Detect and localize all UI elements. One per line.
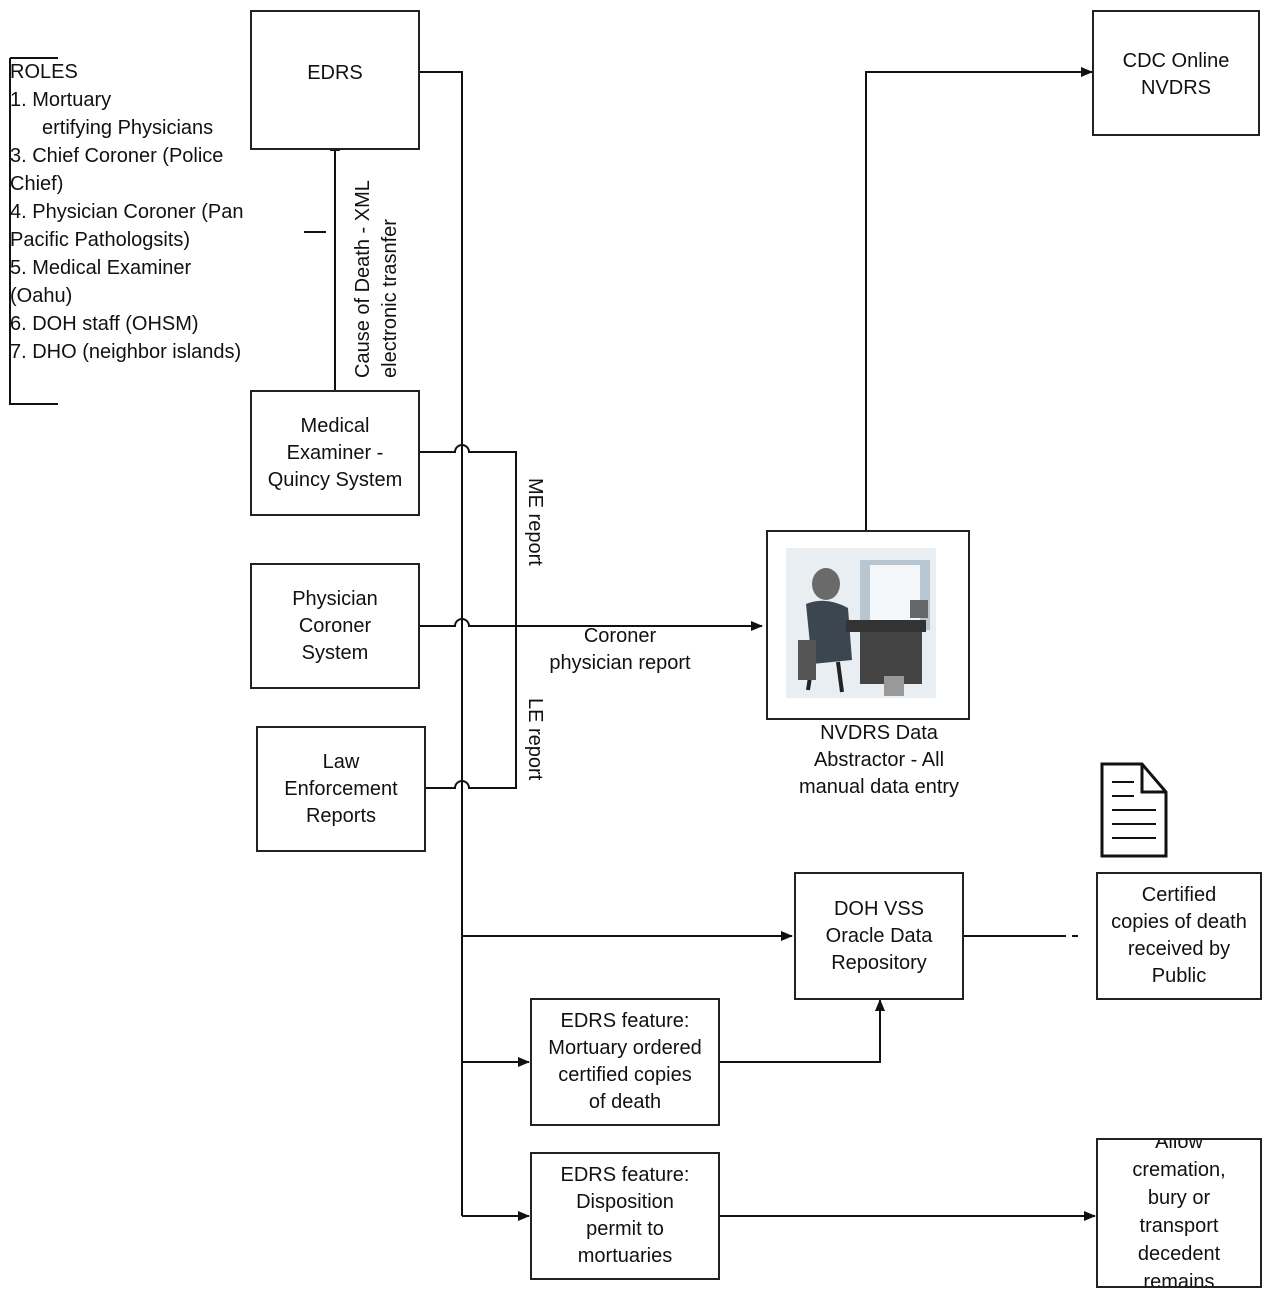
role-item: 3. Chief Coroner (Police: [10, 145, 224, 167]
edrs-trunk-line: [420, 71, 463, 1216]
cdc-label-line: NVDRS: [1140, 77, 1211, 99]
role-item: 6. DOH staff (OHSM): [10, 313, 199, 335]
certified-copies-label-line: received by: [1127, 938, 1231, 960]
edrs-node: EDRS: [250, 10, 420, 150]
roles-title: ROLES: [10, 61, 78, 83]
certified-copies-label-line: Certified: [1141, 884, 1217, 906]
doh-vss-label-line: Oracle Data: [825, 924, 933, 947]
nvdrs-abstractor-label-line: NVDRS Data: [820, 722, 938, 744]
law-enforcement-label-line: Reports: [305, 804, 377, 827]
feature-permit-label-line: mortuaries: [577, 1245, 673, 1267]
allow-cremation-label-line: cremation,: [1132, 1159, 1226, 1181]
certified-copies-label-line: Public: [1151, 965, 1207, 987]
medical-examiner-node: Medical Examiner - Quincy System: [250, 390, 420, 516]
physician-coroner-label-line: Physician: [292, 587, 378, 610]
role-item: 4. Physician Coroner (Pan: [10, 201, 244, 223]
le-report-label: LE report: [521, 698, 548, 780]
medical-examiner-label-line: Quincy System: [267, 468, 403, 491]
cdc-label-line: CDC Online: [1122, 50, 1230, 72]
role-item: Chief): [10, 173, 64, 195]
cause-of-death-label-line: Cause of Death - XML: [352, 180, 374, 378]
nvdrs-to-cdc-arrow: [865, 67, 1093, 532]
feature-copies-node: EDRS feature: Mortuary ordered certified…: [530, 998, 720, 1126]
nvdrs-abstractor-frame: [766, 530, 970, 720]
me-report-text: ME report: [524, 478, 546, 566]
feature-copies-label-line: certified copies: [558, 1064, 692, 1086]
me-report-line: [420, 444, 517, 628]
role-item: 1. Mortuary: [10, 89, 112, 111]
allow-cremation-node: Allow cremation, bury or transport deced…: [1096, 1138, 1262, 1288]
allow-cremation-label-line: bury or: [1147, 1187, 1211, 1209]
coroner-report-label: Coroner physician report: [518, 623, 722, 677]
role-item: ertifying Physicians: [42, 117, 214, 139]
coroner-report-label-line: Coroner: [583, 625, 657, 647]
allow-cremation-label-line: remains: [1143, 1271, 1215, 1288]
physician-coroner-label-line: Coroner: [298, 614, 372, 637]
physician-coroner-label-line: System: [301, 641, 369, 664]
edrs-label: EDRS: [307, 62, 363, 84]
le-report-text: LE report: [524, 698, 546, 781]
allow-cremation-label-line: transport: [1139, 1215, 1219, 1237]
document-icon: [1100, 762, 1168, 858]
feature-permit-node: EDRS feature: Disposition permit to mort…: [530, 1152, 720, 1280]
feature-permit-label-line: Disposition: [576, 1191, 674, 1213]
role-item: Pacific Pathologsits): [10, 229, 191, 251]
person-at-desk-icon: [786, 548, 936, 698]
certified-copies-label-line: copies of death: [1111, 911, 1247, 933]
roles-bracket: [9, 58, 58, 405]
nvdrs-abstractor-label-line: Abstractor - All: [813, 749, 945, 771]
me-report-label: ME report: [521, 478, 548, 566]
role-item: 7. DHO (neighbor islands): [10, 341, 242, 363]
certified-copies-node: Certified copies of death received by Pu…: [1096, 872, 1262, 1000]
cause-of-death-label-line: electronic trasnfer: [379, 219, 401, 378]
feature-copies-label-line: Mortuary ordered: [548, 1037, 702, 1059]
allow-cremation-label-line: Allow: [1155, 1138, 1203, 1153]
feature-copies-label-line: EDRS feature:: [560, 1010, 690, 1032]
coroner-report-arrow: [420, 618, 763, 631]
law-enforcement-label-line: Enforcement: [284, 777, 398, 800]
roles-list: ROLES 1. Mortuary ertifying Physicians 3…: [10, 58, 310, 366]
doh-vss-node: DOH VSS Oracle Data Repository: [794, 872, 964, 1000]
physician-coroner-node: Physician Coroner System: [250, 563, 420, 689]
medical-examiner-label-line: Examiner -: [286, 441, 384, 464]
coroner-report-label-line: physician report: [549, 652, 691, 674]
medical-examiner-label-line: Medical: [300, 414, 370, 437]
doh-vss-label-line: Repository: [831, 951, 927, 974]
nvdrs-abstractor-label: NVDRS Data Abstractor - All manual data …: [766, 720, 992, 801]
feature-permit-label-line: permit to: [586, 1218, 664, 1240]
nvdrs-abstractor-label-line: manual data entry: [798, 776, 960, 798]
law-enforcement-label-line: Law: [322, 750, 360, 773]
cause-of-death-label: Cause of Death - XML electronic trasnfer: [350, 180, 404, 378]
feature-permit-label-line: EDRS feature:: [560, 1164, 690, 1186]
cdc-node: CDC Online NVDRS: [1092, 10, 1260, 136]
feature-copies-label-line: of death: [588, 1091, 662, 1113]
role-item: 5. Medical Examiner: [10, 257, 192, 279]
feature-copies-to-doh-arrow: [720, 999, 885, 1063]
role-item: (Oahu): [10, 285, 73, 307]
law-enforcement-node: Law Enforcement Reports: [256, 726, 426, 852]
le-report-line: [426, 628, 517, 789]
allow-cremation-label-line: decedent: [1137, 1243, 1221, 1265]
doh-vss-label-line: DOH VSS: [833, 897, 925, 920]
